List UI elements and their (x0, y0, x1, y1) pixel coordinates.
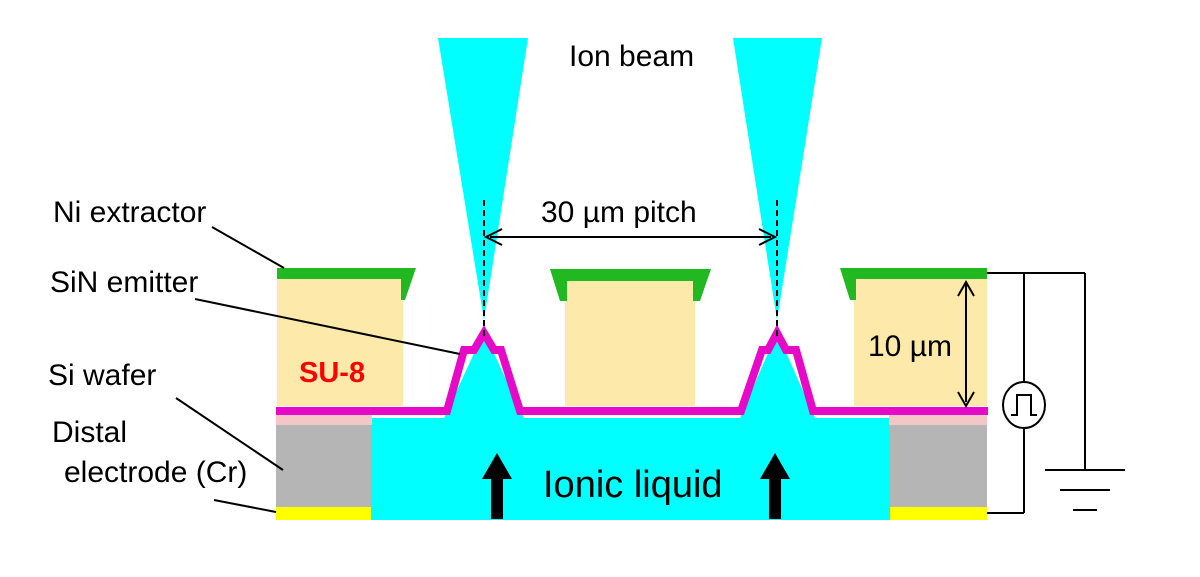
wafer-oxide-right (889, 412, 987, 425)
sin-emitter-label: SiN emitter (50, 266, 198, 299)
si-wafer-left (276, 425, 371, 507)
ni-extractor-label: Ni extractor (53, 196, 206, 229)
sin-emitter-layer (276, 324, 988, 415)
pitch-label: 30 µm pitch (541, 196, 697, 229)
su8-block-right (854, 279, 987, 406)
ni-extractor-left (277, 268, 416, 300)
ground-icon (1045, 469, 1125, 511)
su8-block-center (565, 279, 695, 406)
wafer-oxide-left (276, 412, 372, 425)
ni-extractor-right (840, 268, 987, 300)
height-arrowhead-top (957, 279, 975, 297)
ion-beam-right (733, 38, 822, 320)
ion-beam-left (438, 38, 528, 320)
si-wafer-right (890, 425, 987, 507)
up-arrow-icon (482, 453, 512, 519)
si-wafer-label: Si wafer (48, 359, 156, 392)
leader-lines (175, 226, 461, 513)
su8-label: SU-8 (299, 357, 365, 389)
ionic-liquid-label: Ionic liquid (543, 464, 723, 506)
distal-electrode-right (890, 507, 987, 520)
distal-electrode-label-line2: electrode (Cr) (64, 456, 247, 489)
circuit-wiring (987, 272, 1086, 514)
up-arrow-icon (760, 453, 790, 519)
pitch-arrowhead-right (758, 228, 778, 246)
ion-beam-label: Ion beam (569, 40, 694, 73)
distal-electrode-left (276, 507, 371, 520)
height-label: 10 µm (868, 330, 952, 363)
su8-block-left (277, 279, 403, 406)
height-arrowhead-bottom (957, 391, 975, 409)
distal-electrode-label-line1: Distal (52, 416, 127, 449)
ni-extractor-center (550, 269, 711, 301)
pulse-source-icon (1002, 381, 1046, 429)
pitch-arrowhead-left (483, 228, 503, 246)
